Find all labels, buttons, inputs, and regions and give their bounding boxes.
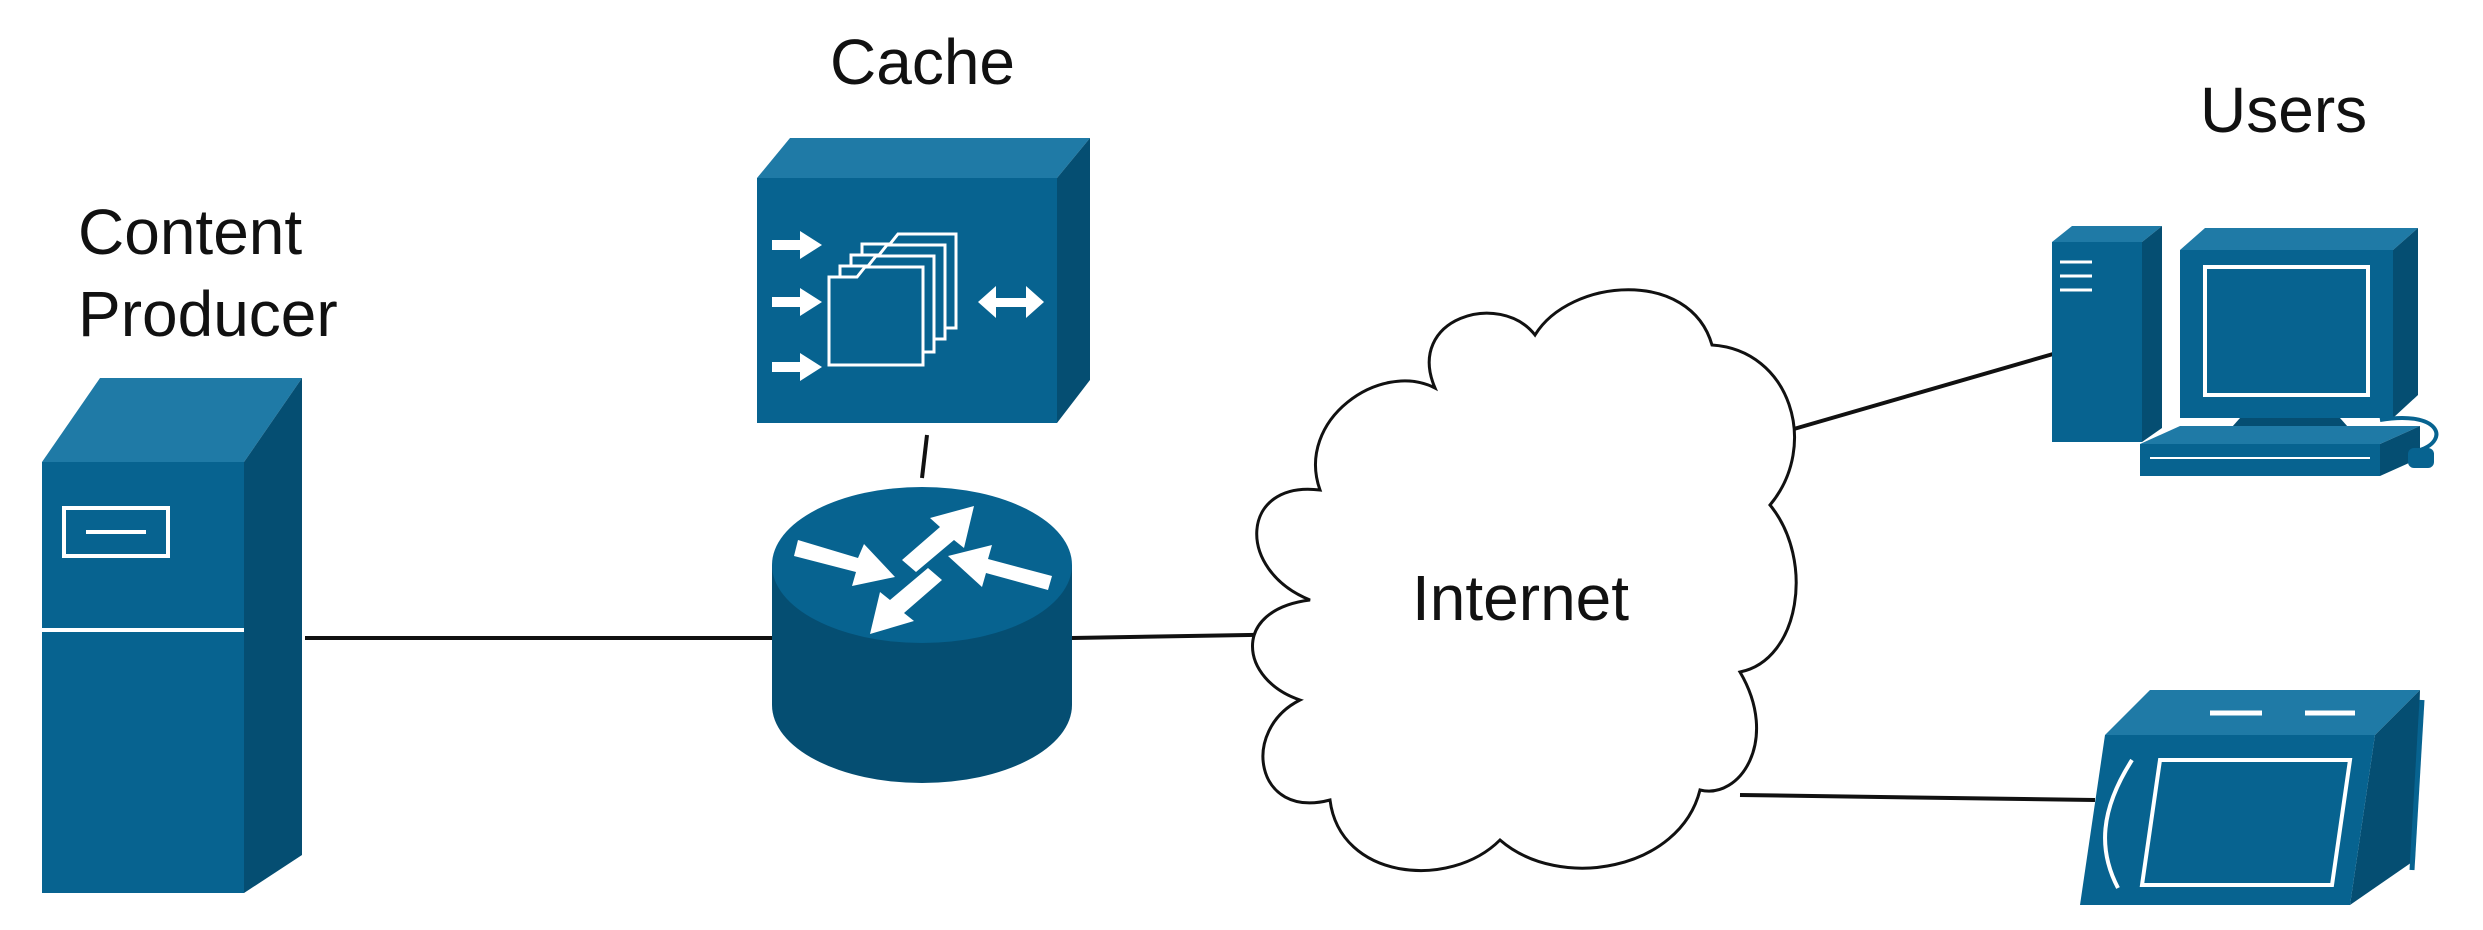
router-icon xyxy=(772,487,1072,783)
content-producer-label-line2: Producer xyxy=(78,278,338,350)
cache-label: Cache xyxy=(830,26,1015,98)
content-producer-label-line1: Content xyxy=(78,196,303,268)
cloud-icon xyxy=(1251,288,1798,873)
link-cache-router xyxy=(920,434,929,479)
link-internet-tablet xyxy=(1739,793,2096,802)
link-internet-desktop xyxy=(1779,350,2061,435)
internet-label: Internet xyxy=(1412,562,1630,634)
links xyxy=(305,350,2096,802)
users-label: Users xyxy=(2200,74,2368,146)
desktop-workstation-icon xyxy=(2052,226,2439,476)
cache-engine-icon xyxy=(757,138,1090,423)
server-tower-icon xyxy=(42,378,302,893)
tablet-device-icon xyxy=(2080,690,2425,905)
